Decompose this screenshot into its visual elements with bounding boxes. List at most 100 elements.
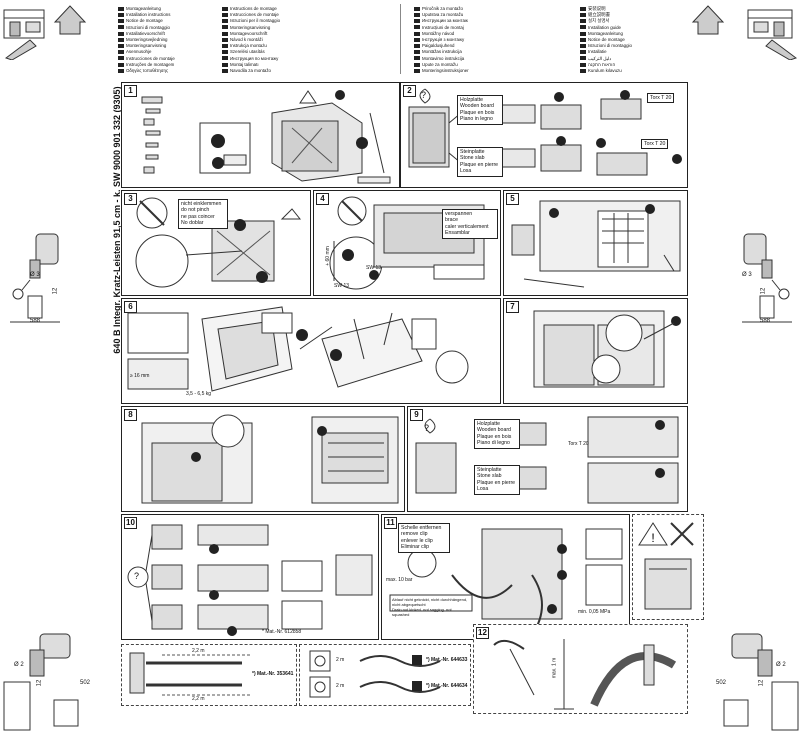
lang-row: Montavimo instrukcija [414,56,509,62]
dim-br-502: 502 [716,680,727,686]
part-number: *) Mat.-Nr. 644634 [426,683,468,689]
lang-row: Instrucciones de montaje [118,56,206,62]
step-10-panel: 10 ? * Mat.-Nr. 612858 [121,514,379,640]
lang-row: Istruzioni per il montaggio [222,18,317,24]
sockets-illustration [309,650,441,698]
step-number: 9 [410,409,423,421]
drill-right-illustration [742,233,792,323]
step-1-panel: 1 [121,82,400,188]
dim-bl-dia: Ø 2 [14,662,24,668]
lang-row: Instrucțiuni de montaj [414,25,509,31]
dim-right-588: 588 [760,318,771,324]
lang-row: Kurulum kılavuzu [580,68,675,74]
lang-row: Instruções de montagem [118,62,206,68]
step-1-illustration [141,90,391,184]
dim-bl-12: 12 [36,679,43,687]
cable-length: 2 m [336,683,345,689]
step-number: 12 [476,627,489,639]
lang-row: Montagevoorschrift [222,31,317,37]
step-5-panel: 5 [503,190,688,296]
dim-br-dia: Ø 2 [776,662,786,668]
step-2-illustration [408,88,682,176]
step-5-illustration [511,200,681,288]
lang-row: Montážny návod [414,31,509,37]
step-2-question: ? [421,90,427,100]
dim-br-12: 12 [758,679,765,687]
lang-row: Monteringsvejledning [118,37,206,43]
lang-row: Notice de montage [580,37,675,43]
hose-length: 2,2 m [192,648,205,654]
lang-row: دليل التركيب [580,56,675,62]
step-10-question: ? [134,571,140,581]
step-12-height: max. 1 m [551,657,558,679]
lang-row: Istruzioni di montaggio [118,25,206,31]
step-4-wrench-label: SW 13 [334,283,350,289]
step-8-illustration [141,414,399,504]
step-11-min-pressure: min. 0,05 MPa [578,609,611,615]
lang-row: Szerelési utasítás [222,49,317,55]
step-4-wrench-label: SW 13 [366,265,382,271]
lang-row: Montāžas instrukcija [414,49,509,55]
lang-row: 설치 설명서 [580,18,675,24]
step-number: 11 [384,517,397,529]
step-number: 8 [124,409,137,421]
step-6-weight: 3,5 - 6,5 kg [186,391,212,397]
part-number: *) Mat.-Nr. 644633 [426,657,468,663]
lang-column-4: 安装说明 組立説明書 설치 설명서 Installation guide Mon… [580,6,675,74]
step-11-illustration [389,528,623,636]
step-12-illustration [493,639,677,710]
lang-row: Návod k montáži [222,37,317,43]
lang-column-1: Montageanleitung Installation instructio… [118,6,206,74]
lang-row: Инструкции за монтаж [414,18,509,24]
bottom-middle-panel: 2 m 2 m *) Mat.-Nr. 644633 *) Mat.-Nr. 6… [299,644,471,706]
lang-column-2: Instructions de montage Instrucciones de… [222,6,317,74]
corner-top-right-illustration [691,5,798,60]
dim-right-dia: Ø 3 [742,272,752,278]
step-number: 2 [403,85,416,97]
dim-left-12: 12 [52,287,59,295]
lang-row: Installatievoorschrift [118,31,206,37]
step-6-illustration [127,306,469,392]
step-9-torx-label: Torx T 20 [568,441,589,447]
lang-row: Asennusohje [118,49,206,55]
step-number: 4 [316,193,329,205]
lang-row: Installation guide [580,25,675,31]
warning-illustration: ! [638,522,694,610]
lang-row: 組立説明書 [580,12,675,18]
lang-row: Notice de montage [118,18,206,24]
dim-left-588: 588 [30,318,41,324]
step-9-question: ? [424,423,430,433]
step-number: 3 [124,193,137,205]
lang-row: Montageanleitung [118,6,206,12]
lang-row: Instrucciones de montaje [222,12,317,18]
step-6-panel: 6 3,5 - 6,5 kg ≥ 16 mm [121,298,501,404]
lang-row: Navodila za montažo [222,68,317,74]
hoses-illustration [129,652,252,696]
dim-bl-502: 502 [80,680,91,686]
step-number: 5 [506,193,519,205]
step-9-illustration [415,416,679,504]
lang-row: Інструкція з монтажу [414,37,509,43]
step-10-part-number: * Mat.-Nr. 612858 [262,629,302,635]
bottom-left-panel: 2,2 m 2,2 m *) Mat.-Nr. 353641 [121,644,297,706]
lang-row: Monteringsanvisning [222,25,317,31]
lang-row: Uputstva za montažu [414,12,509,18]
lang-row: Instrukcja montażu [222,43,317,49]
warning-panel: ! [632,514,704,620]
step-8-panel: 8 [121,406,405,512]
hose-length: 2,2 m [192,696,205,702]
step-10-illustration [127,524,373,636]
step-12-panel: 12 max. 1 m [473,624,688,714]
step-3-illustration [135,197,302,288]
step-7-panel: 7 [503,298,688,404]
corner-top-left-illustration [3,5,87,60]
lang-row: Upute za montažu [414,62,509,68]
lang-row: Montaj talimatı [222,62,317,68]
